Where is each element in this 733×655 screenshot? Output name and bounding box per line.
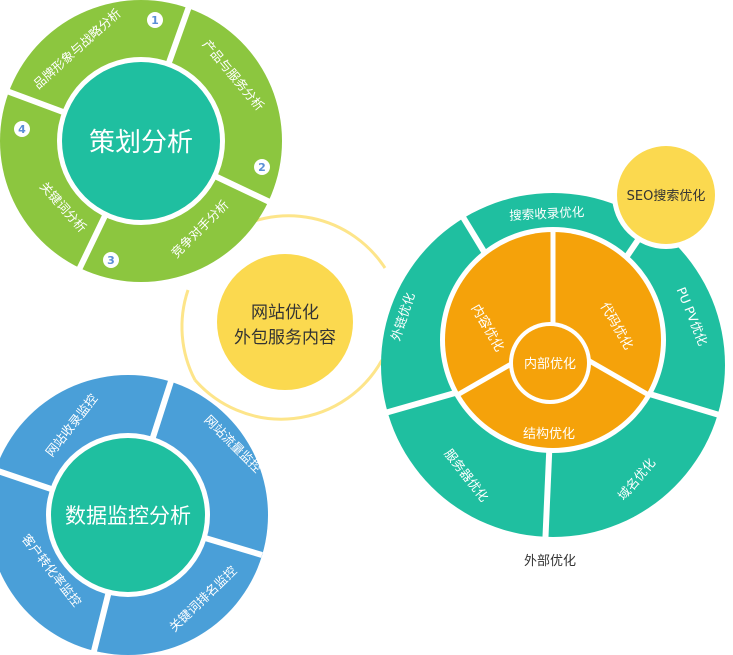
svg-text:4: 4 xyxy=(18,123,26,136)
svg-text:3: 3 xyxy=(107,254,115,267)
step-number-3: 3 xyxy=(103,252,119,268)
seo-badge-circle xyxy=(617,146,715,244)
connector-arc-left xyxy=(180,289,197,381)
center-line-1: 网站优化 xyxy=(251,303,319,323)
planning-title: 策划分析 xyxy=(89,128,193,158)
connector-arc-bottom xyxy=(193,359,384,421)
step-number-1: 1 xyxy=(147,12,163,28)
step-number-2: 2 xyxy=(254,159,270,175)
monitoring-center xyxy=(51,438,205,592)
center-line-2: 外包服务内容 xyxy=(234,328,336,348)
seo-badge-label: SEO搜索优化 xyxy=(627,189,706,204)
planning-wheel: 策划分析 品牌形象与战略分析 产品与服务分析 竞争对手分析 关键词分析 1 2 … xyxy=(0,0,282,282)
seo-badge: SEO搜索优化 xyxy=(612,141,720,249)
svg-text:1: 1 xyxy=(151,14,159,27)
monitoring-title: 数据监控分析 xyxy=(65,504,191,528)
step-number-4: 4 xyxy=(14,121,30,137)
center-circle xyxy=(217,254,353,390)
seo-core-label: 内部优化 xyxy=(524,356,576,372)
seo-outer-caption: 外部优化 xyxy=(524,554,576,569)
seo-core xyxy=(513,326,587,400)
seo-inner-label: 结构优化 xyxy=(523,427,575,442)
seo-outer-label: 搜索收录优化 xyxy=(509,204,585,223)
center-node: 网站优化 外包服务内容 xyxy=(217,254,353,390)
seo-wheel: 内部优化 内容优化 代码优化 结构优化 搜索收录优化 PU PV优化 域名优化 … xyxy=(377,141,733,569)
planning-center xyxy=(62,62,220,220)
monitoring-wheel: 数据监控分析 网站收录监控 网站流量监控 关键词排名监控 客户转化率监控 xyxy=(0,374,268,655)
svg-text:2: 2 xyxy=(258,161,266,174)
